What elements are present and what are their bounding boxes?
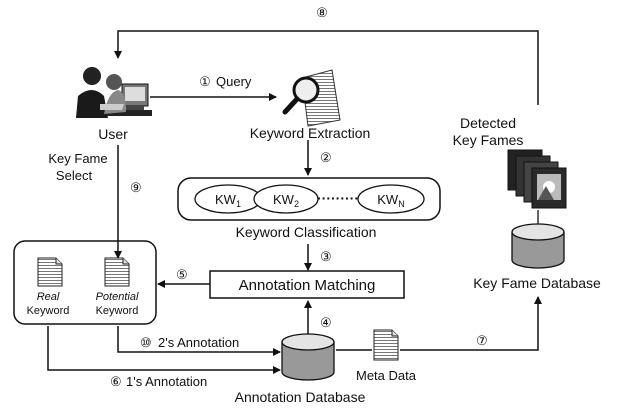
user-label: User	[98, 126, 128, 142]
annotation-matching-label: Annotation Matching	[239, 277, 376, 294]
kw2-label: KW2	[273, 192, 299, 209]
keyword-extraction-label: Keyword Extraction	[250, 125, 371, 141]
arrow-step-8	[114, 30, 539, 105]
potential-keyword-document-icon	[104, 257, 130, 287]
real-keyword-document-icon	[37, 257, 63, 287]
meta-data-document-icon	[373, 329, 399, 361]
key-fame-database-label: Key Fame Database	[473, 275, 601, 291]
step-8-label: ⑧	[316, 5, 328, 20]
potential-keyword-label-line2: Keyword	[96, 305, 139, 317]
step-9-label: ⑨	[130, 180, 142, 195]
step-7-label: ⑦	[476, 333, 488, 348]
annotation-database-icon	[281, 333, 335, 381]
step-6-label: ⑥	[110, 374, 122, 389]
keyword-classification-label: Keyword Classification	[236, 224, 377, 240]
annotation-1-label: 1's Annotation	[126, 374, 207, 389]
kw2-node	[253, 184, 319, 214]
detected-label-line2: Key Fames	[453, 132, 524, 148]
potential-keyword-label-line1: Potential	[96, 291, 139, 303]
keyword-container-box	[13, 240, 157, 325]
key-frame-stack-icon	[507, 149, 567, 209]
step-2-label: ②	[320, 150, 332, 165]
meta-data-label: Meta Data	[356, 368, 417, 383]
annotation-matching-box	[209, 270, 405, 299]
step-1-label: ①	[199, 74, 211, 89]
kw1-label: KW1	[215, 192, 241, 209]
key-fame-select-label-line1: Key Fame	[48, 151, 107, 166]
step-4-label: ④	[320, 315, 332, 330]
arrow-step-7	[400, 296, 542, 351]
key-fame-database-icon	[511, 223, 565, 269]
annotation-database-label: Annotation Database	[235, 389, 366, 405]
arrow-step-10	[117, 326, 281, 356]
step-10-label: ⑩	[140, 335, 152, 350]
keyword-classification-box	[177, 177, 441, 221]
user-at-computer-icon	[76, 67, 152, 118]
annotation-2-label: 2's Annotation	[158, 335, 239, 350]
kwn-node	[357, 184, 425, 214]
kwn-label: KWN	[377, 192, 404, 209]
real-keyword-label-line1: Real	[37, 291, 60, 303]
step-3-label: ③	[320, 249, 332, 264]
query-label: Query	[216, 74, 252, 89]
key-fame-select-label-line2: Select	[56, 168, 93, 183]
step-5-label: ⑤	[176, 267, 188, 282]
magnifier-document-icon	[282, 69, 341, 127]
real-keyword-label-line2: Keyword	[27, 305, 70, 317]
arrow-step-6	[47, 326, 281, 374]
kw-dots: ·········	[317, 190, 359, 206]
detected-label-line1: Detected	[460, 115, 516, 131]
